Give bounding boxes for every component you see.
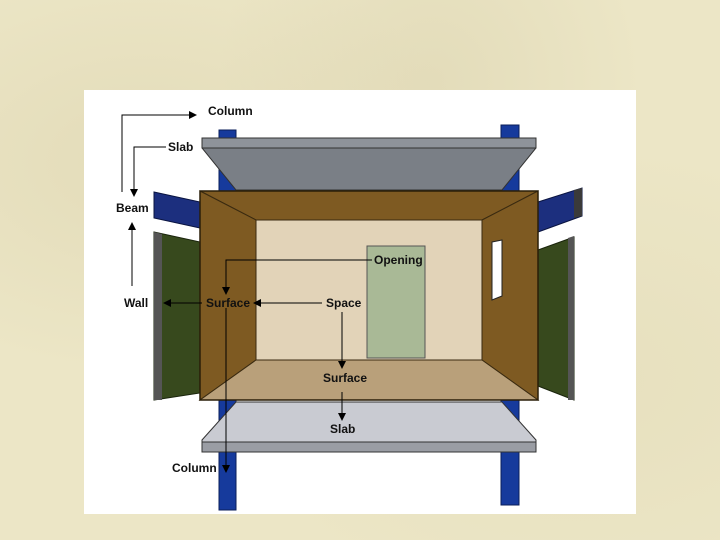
label-slab-bottom: Slab [330,422,355,436]
room-ceiling [199,190,539,221]
label-column-top: Column [208,104,253,118]
slab-top-edge [201,137,537,149]
beam-right-side [574,188,582,218]
label-surface-left: Surface [206,296,250,310]
leader-column-top [121,111,197,192]
label-surface-floor: Surface [323,371,367,385]
room-floor [198,359,540,401]
label-slab-top: Slab [168,140,193,154]
wall-right-edge [568,236,574,400]
wall-left-edge [154,232,162,400]
slab-bottom-edge [201,441,537,453]
building-elements-diagram: Column Slab Beam Wall Surface Space Open… [116,104,583,511]
beam-left [153,191,201,229]
label-space: Space [326,296,362,310]
label-wall: Wall [124,296,148,310]
diagram-panel: Column Slab Beam Wall Surface Space Open… [84,90,636,514]
label-beam: Beam [116,201,149,215]
opening-door [366,245,426,359]
label-opening: Opening [374,253,423,267]
leader-slab-top [130,146,166,197]
leader-surface-opening [222,259,372,295]
room-outline [199,190,539,401]
window-right-wall [491,239,503,301]
label-column-bottom: Column [172,461,217,475]
